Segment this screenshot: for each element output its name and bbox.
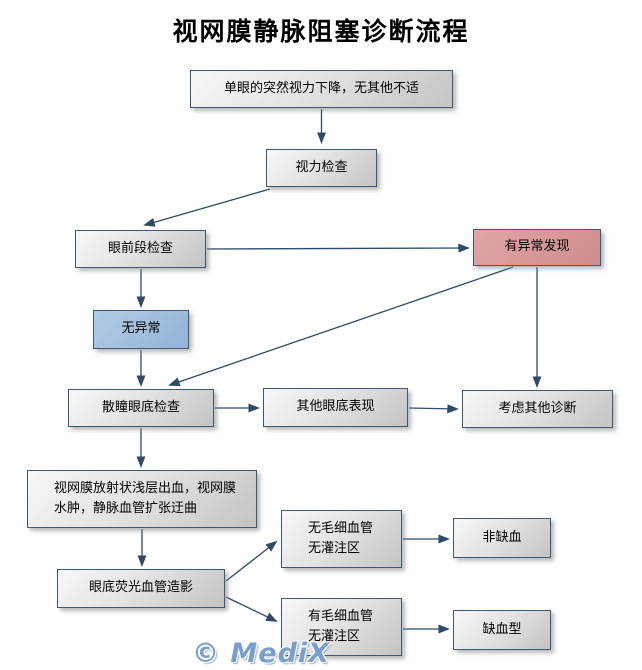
node-ffa-label: 眼底荧光血管造影 <box>88 580 193 596</box>
node-capillary-nonperfusion: 有毛细血管 无灌注区 <box>281 598 402 656</box>
edge-anterior-abnormal <box>206 243 470 253</box>
page-title: 视网膜静脉阻塞诊断流程 <box>172 17 470 46</box>
node-anterior-exam-label: 眼前段检查 <box>107 240 173 256</box>
node-abnormal-found: 有异常发现 <box>473 229 601 266</box>
edge-otherfundus-considerother <box>408 404 459 414</box>
node-consider-other-diagnosis: 考虑其他诊断 <box>462 390 613 428</box>
node-dilated-fundus-exam: 散瞳眼底检查 <box>68 389 214 427</box>
medix-watermark: © MediX <box>192 638 330 669</box>
line1: 有毛细血管 <box>308 608 374 624</box>
node-ischemic: 缺血型 <box>453 610 551 650</box>
line2: 无灌注区 <box>308 541 361 556</box>
node-non-ischemic: 非缺血 <box>453 518 551 558</box>
edge-abnormal-dilated <box>168 266 514 387</box>
node-ischemic-label: 缺血型 <box>482 621 522 637</box>
edge-vision-anterior <box>143 188 271 227</box>
node-ffa: 眼底荧光血管造影 <box>57 569 225 608</box>
node-non-ischemic-label: 非缺血 <box>482 529 522 545</box>
line1: 无毛细血管 <box>308 520 374 536</box>
node-no-capillary-nonperfusion-label: 无毛细血管 无灌注区 <box>308 519 373 559</box>
node-other-fundus-signs-label: 其他眼底表现 <box>296 399 375 415</box>
node-no-abnormality-label: 无异常 <box>121 321 161 337</box>
node-no-abnormality: 无异常 <box>93 310 189 349</box>
node-vision-test: 视力检查 <box>266 149 377 187</box>
node-capillary-nonperfusion-label: 有毛细血管 无灌注区 <box>308 607 373 647</box>
node-rvo-findings-label: 视网膜放射状浅层出血，视网膜水肿，静脉血管扩张迂曲 <box>54 480 237 516</box>
node-consider-other-diagnosis-label: 考虑其他诊断 <box>498 400 577 416</box>
node-abnormal-found-label: 有异常发现 <box>504 239 570 255</box>
edge-ffa-withcnp <box>225 596 278 622</box>
line2: 无灌注区 <box>308 629 361 644</box>
edge-ffa-nocnp <box>225 540 278 582</box>
node-other-fundus-signs: 其他眼底表现 <box>263 388 408 427</box>
node-no-capillary-nonperfusion: 无毛细血管 无灌注区 <box>281 510 402 568</box>
node-symptom: 单眼的突然视力下降，无其他不适 <box>190 70 453 108</box>
node-dilated-fundus-exam-label: 散瞳眼底检查 <box>101 399 180 415</box>
node-rvo-findings: 视网膜放射状浅层出血，视网膜水肿，静脉血管扩张迂曲 <box>27 470 257 528</box>
node-symptom-label: 单眼的突然视力下降，无其他不适 <box>223 80 419 96</box>
node-vision-test-label: 视力检查 <box>295 159 348 175</box>
node-anterior-exam: 眼前段检查 <box>75 230 206 268</box>
